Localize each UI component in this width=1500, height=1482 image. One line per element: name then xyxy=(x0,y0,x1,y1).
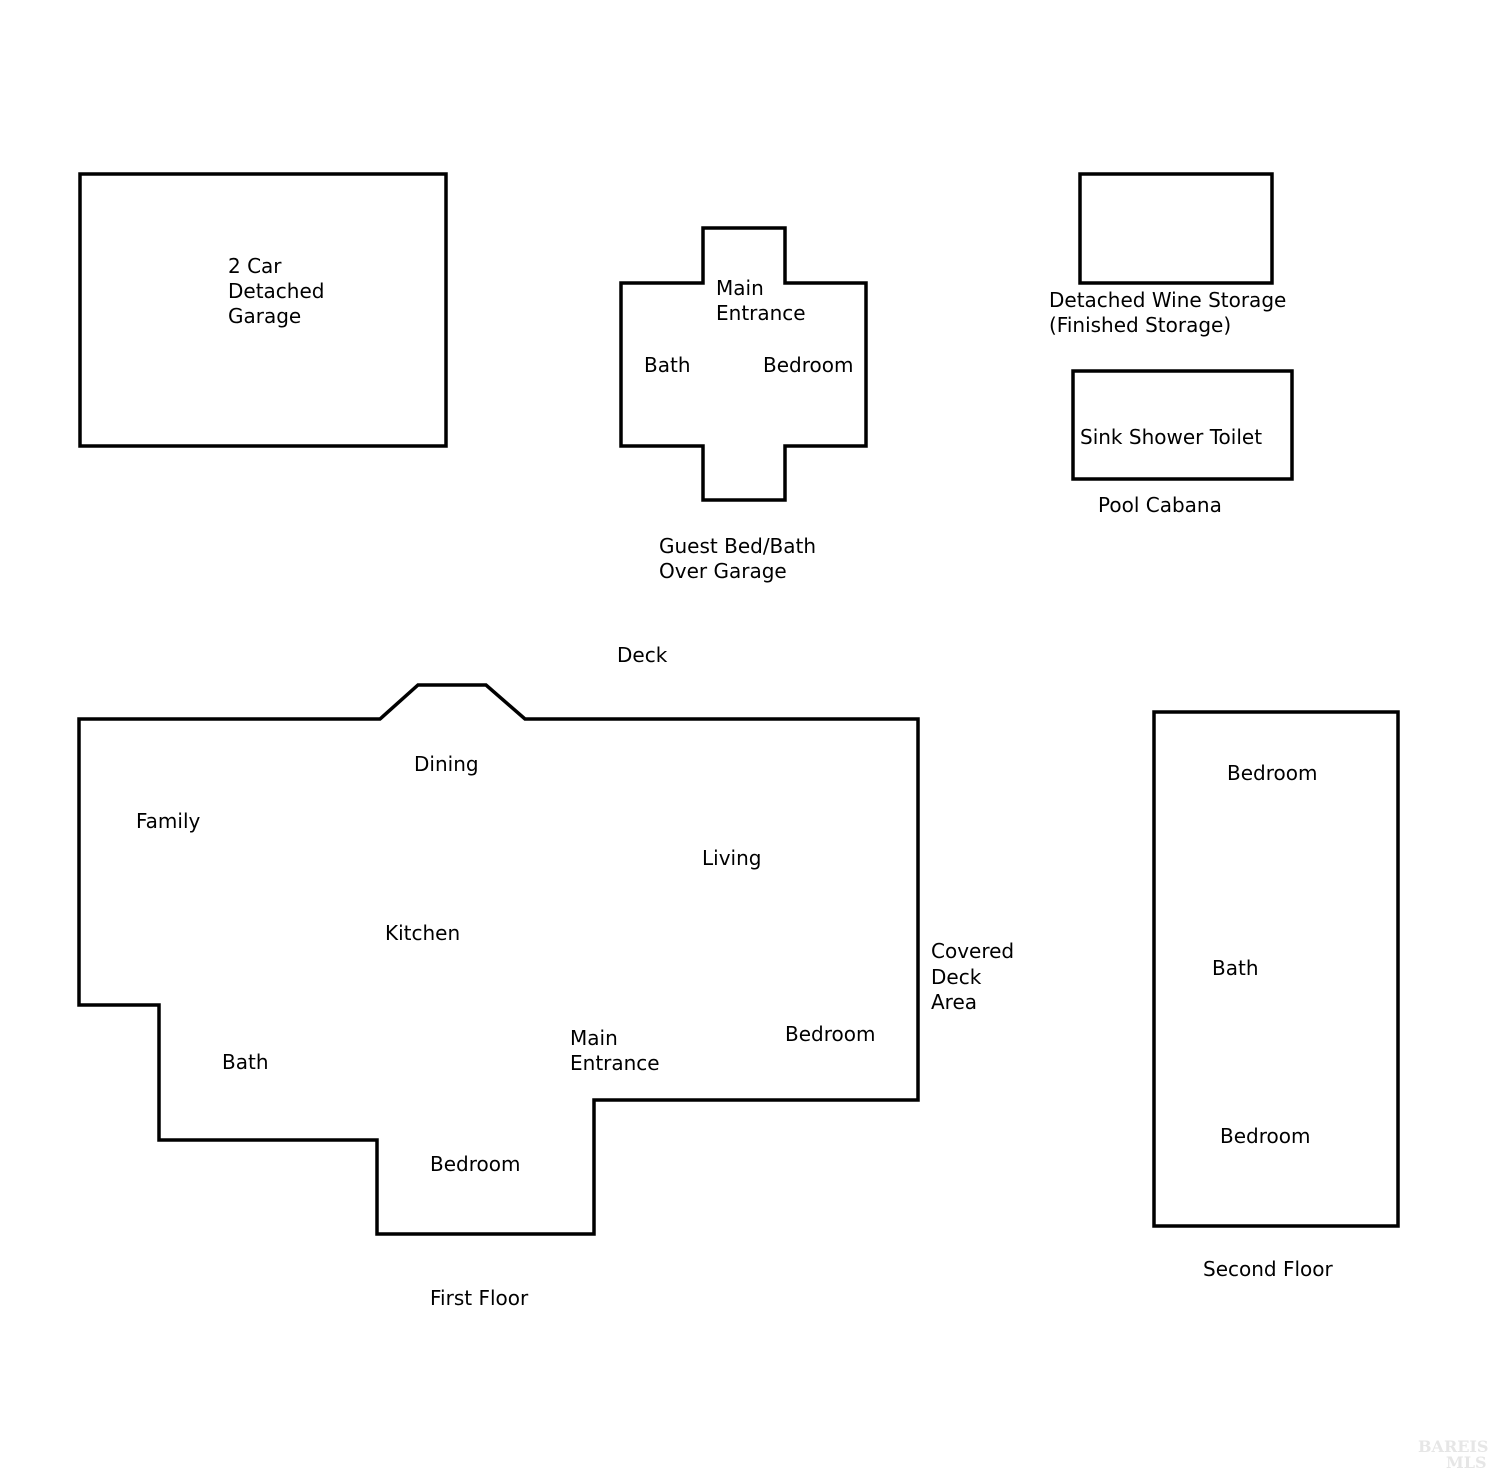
second-bath-label: Bath xyxy=(1212,956,1259,980)
cabana-caption: Pool Cabana xyxy=(1098,493,1222,517)
bedroom-bottom-label: Bedroom xyxy=(430,1152,520,1176)
guest-bath-label: Bath xyxy=(644,353,691,377)
garage-label-line1: 2 Car xyxy=(228,254,282,278)
guest-main-entrance-line2: Entrance xyxy=(716,301,806,325)
guest-main-entrance-line1: Main xyxy=(716,276,764,300)
covered-deck-line2: Deck xyxy=(931,965,982,989)
first-floor-outline xyxy=(77,683,920,1236)
dining-label: Dining xyxy=(414,752,479,776)
mls-watermark-logo: BAREIS MLS xyxy=(1418,1437,1488,1472)
covered-deck-line1: Covered xyxy=(931,939,1014,963)
second-bedroom-top-label: Bedroom xyxy=(1227,761,1317,785)
guest-unit-outline xyxy=(619,226,868,502)
wine-storage-outline xyxy=(1078,172,1274,285)
first-floor-bath-label: Bath xyxy=(222,1050,269,1074)
deck-label: Deck xyxy=(617,643,668,667)
second-floor-outline xyxy=(1152,710,1400,1228)
watermark-line2: MLS xyxy=(1446,1453,1487,1472)
second-bedroom-bottom-label: Bedroom xyxy=(1220,1124,1310,1148)
cabana-fixtures-label: Sink Shower Toilet xyxy=(1080,425,1262,449)
bedroom-right-label: Bedroom xyxy=(785,1022,875,1046)
wine-storage-caption-line1: Detached Wine Storage xyxy=(1049,288,1286,312)
first-floor-caption: First Floor xyxy=(430,1286,529,1310)
garage-outline xyxy=(78,172,448,448)
second-floor-caption: Second Floor xyxy=(1203,1257,1333,1281)
main-entrance-line1: Main xyxy=(570,1026,618,1050)
covered-deck-line3: Area xyxy=(931,990,977,1014)
family-label: Family xyxy=(136,809,201,833)
garage-label-line2: Detached xyxy=(228,279,324,303)
guest-caption-line2: Over Garage xyxy=(659,559,787,583)
pool-cabana-outline xyxy=(1071,369,1294,481)
watermark-line1: BAREIS xyxy=(1418,1437,1488,1456)
guest-caption-line1: Guest Bed/Bath xyxy=(659,534,816,558)
main-entrance-line2: Entrance xyxy=(570,1051,660,1075)
living-label: Living xyxy=(702,846,761,870)
wine-storage-caption-line2: (Finished Storage) xyxy=(1049,313,1231,337)
garage-label-line3: Garage xyxy=(228,304,301,328)
guest-bedroom-label: Bedroom xyxy=(763,353,853,377)
kitchen-label: Kitchen xyxy=(385,921,460,945)
